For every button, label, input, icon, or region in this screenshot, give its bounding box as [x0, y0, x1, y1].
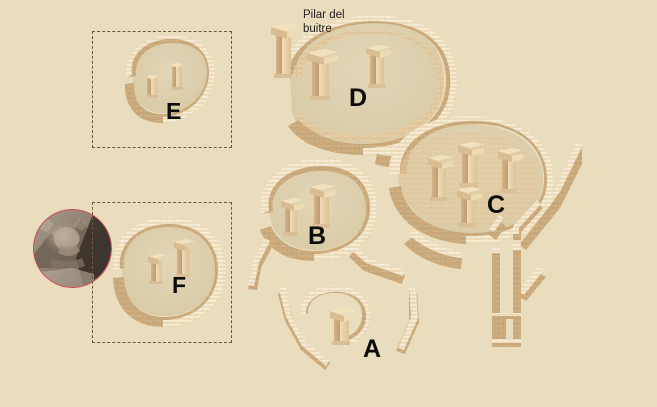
enclosure-f-group — [112, 217, 226, 327]
pillar-c-3 — [498, 148, 523, 193]
pillar-e-2 — [171, 63, 183, 90]
pillar-b-2 — [310, 184, 336, 228]
relief-photo-ring — [33, 209, 112, 288]
pillar-vulture — [271, 23, 300, 78]
pillar-f-1 — [148, 254, 167, 284]
stone-corridor — [489, 200, 543, 347]
pillar-d-right — [366, 45, 391, 88]
pillar-e-1 — [146, 75, 158, 98]
outer-wall-right — [518, 142, 582, 301]
enclosure-label-c: C — [487, 191, 505, 219]
pillar-a-1 — [330, 308, 356, 345]
enclosure-label-b: B — [308, 222, 326, 250]
enclosure-label-a: A — [363, 335, 381, 363]
enclosure-b-group — [248, 157, 405, 290]
pillar-c-1 — [428, 155, 453, 201]
enclosure-label-f: F — [172, 272, 186, 298]
pillar-c-4 — [457, 187, 482, 227]
relief-photo-frame — [33, 209, 112, 288]
enclosure-c-group — [388, 115, 555, 269]
pillar-c-2 — [458, 142, 484, 187]
pillar-f-2 — [174, 239, 195, 277]
enclosure-label-e: E — [166, 98, 181, 124]
pillar-b-1 — [281, 198, 304, 236]
enclosure-e-group — [124, 34, 215, 124]
pillar-d-center — [307, 49, 338, 100]
pillar-note-label: Pilar del buitre — [303, 9, 345, 35]
enclosure-label-d: D — [349, 84, 367, 112]
enclosure-a-group — [278, 284, 419, 370]
